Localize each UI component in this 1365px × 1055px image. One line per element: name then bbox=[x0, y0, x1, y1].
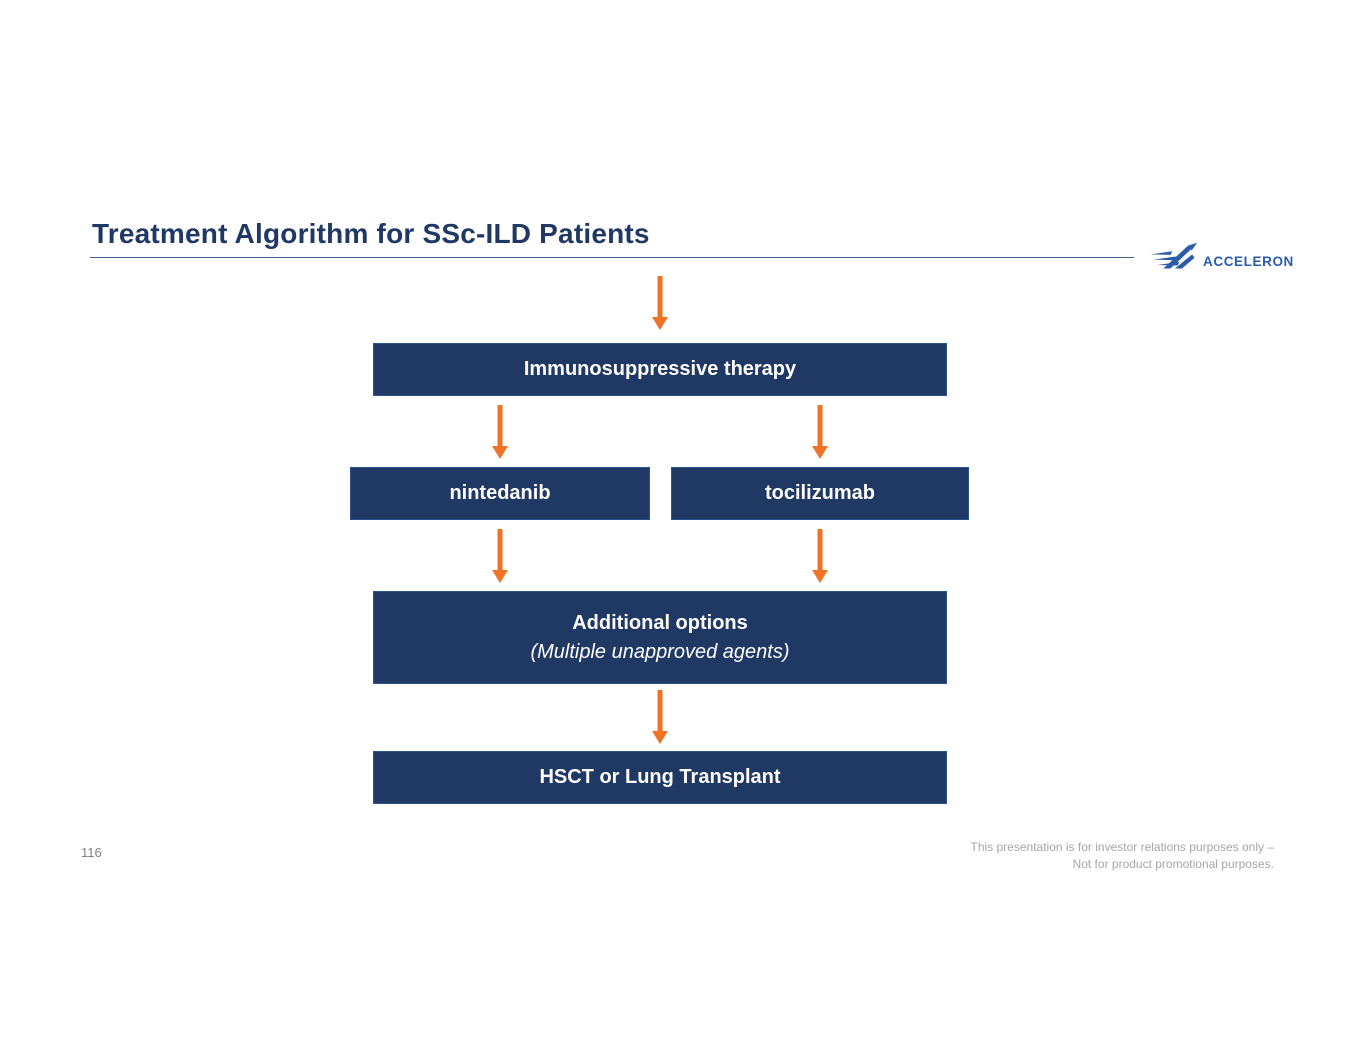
flow-arrow-down bbox=[652, 690, 668, 744]
logo-wordmark: ACCELERON bbox=[1203, 253, 1294, 269]
footer-disclaimer-line1: This presentation is for investor relati… bbox=[970, 840, 1275, 854]
acceleron-swoosh-icon bbox=[1150, 242, 1198, 272]
footer-disclaimer: This presentation is for investor relati… bbox=[971, 839, 1275, 873]
flow-box-label: Immunosuppressive therapy bbox=[523, 358, 797, 380]
flow-box-label: Additional options bbox=[572, 611, 748, 634]
acceleron-logo: ACCELERON bbox=[1150, 242, 1294, 272]
page-number: 116 bbox=[81, 845, 102, 860]
flow-box-sublabel: (Multiple unapproved agents) bbox=[530, 640, 790, 663]
arrow-stem bbox=[657, 690, 663, 731]
arrow-stem bbox=[657, 276, 663, 317]
flow-box-hsct-or-lung-transplant: HSCT or Lung Transplant bbox=[373, 751, 947, 804]
footer-disclaimer-line2: Not for product promotional purposes. bbox=[1072, 857, 1274, 871]
flow-box-nintedanib: nintedanib bbox=[350, 467, 650, 520]
flow-box-tocilizumab: tocilizumab bbox=[671, 467, 969, 520]
flow-arrow-down bbox=[492, 405, 508, 459]
page-title: Treatment Algorithm for SSc-ILD Patients bbox=[92, 218, 650, 249]
arrow-head bbox=[812, 446, 828, 459]
flow-box-label: HSCT or Lung Transplant bbox=[539, 766, 781, 788]
arrow-head bbox=[652, 317, 668, 330]
flow-arrow-down bbox=[492, 529, 508, 583]
flow-box-label: tocilizumab bbox=[764, 482, 875, 504]
flow-arrow-down bbox=[652, 276, 668, 330]
flow-box-additional-options: Additional options (Multiple unapproved … bbox=[373, 591, 947, 684]
arrow-stem bbox=[497, 405, 503, 446]
flow-box-label: nintedanib bbox=[449, 482, 551, 504]
flow-arrow-down bbox=[812, 529, 828, 583]
arrow-stem bbox=[497, 529, 503, 570]
arrow-stem bbox=[817, 405, 823, 446]
arrow-head bbox=[492, 570, 508, 583]
flow-box-immunosuppressive-therapy: Immunosuppressive therapy bbox=[373, 343, 947, 396]
title-divider bbox=[90, 257, 1134, 258]
arrow-head bbox=[812, 570, 828, 583]
arrow-head bbox=[492, 446, 508, 459]
arrow-head bbox=[652, 731, 668, 744]
flow-arrow-down bbox=[812, 405, 828, 459]
arrow-stem bbox=[817, 529, 823, 570]
